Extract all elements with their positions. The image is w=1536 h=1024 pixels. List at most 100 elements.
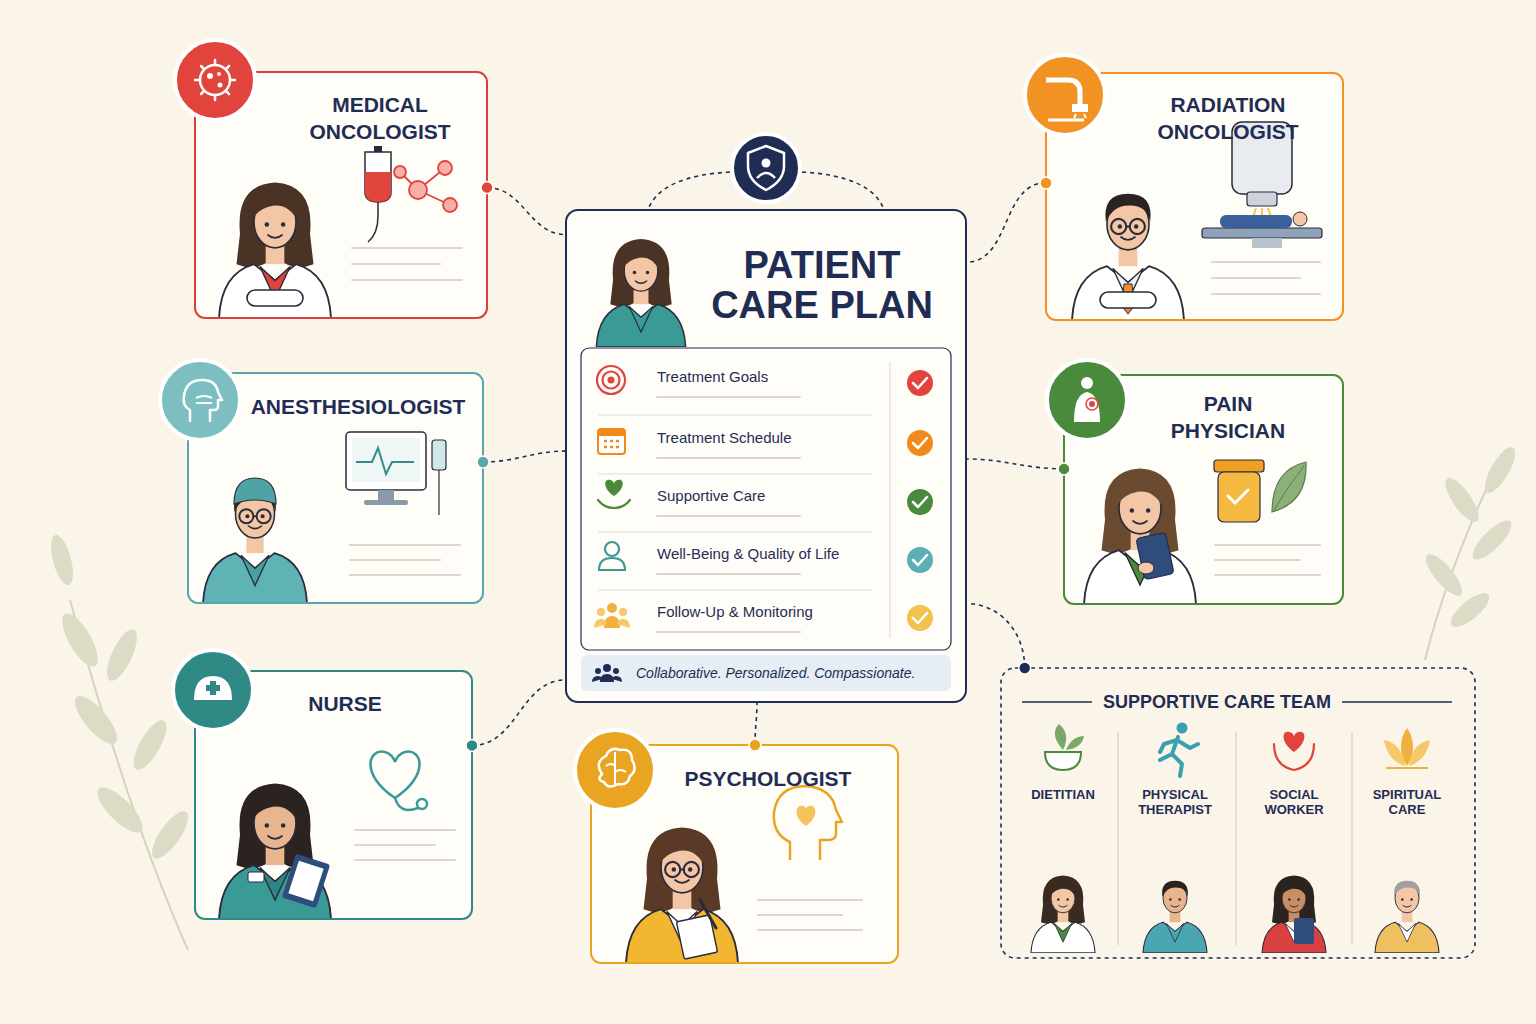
supportive-care-team (1384, 740, 1430, 766)
connector-dot (1058, 463, 1070, 475)
connector-dot (481, 182, 493, 194)
team-member-label: SOCIAL WORKER (1249, 787, 1339, 817)
anesthesiologist-figure (364, 500, 408, 505)
role-icon (575, 730, 655, 810)
card-title: PSYCHOLOGIST (668, 765, 868, 792)
nurse-figure (395, 798, 418, 810)
anesthesiologist-figure (438, 470, 439, 515)
anesthesiologist-figure (203, 432, 446, 603)
psychologist-figure (626, 828, 738, 963)
footer-band (603, 664, 611, 672)
radiation-oncologist-figure (1220, 215, 1292, 228)
role-icon (1089, 401, 1095, 407)
card-title: RADIATION ONCOLOGIST (1128, 91, 1328, 145)
care-plan-list (598, 415, 872, 590)
dashed-connector (966, 459, 1064, 469)
nurse-figure (282, 854, 330, 909)
care-plan-list (608, 377, 615, 384)
footer-band (581, 655, 951, 691)
leaf-decoration (146, 806, 195, 863)
psychologist-figure (665, 862, 699, 877)
role-icon (175, 40, 255, 120)
plan-item: Supportive Care (657, 487, 867, 505)
connector-dot (749, 739, 761, 751)
psychologist-figure (626, 786, 842, 963)
supportive-care-team (1294, 918, 1314, 944)
medical-oncologist-figure (438, 161, 452, 175)
role-icon (748, 146, 784, 190)
pain-physician-figure (1214, 460, 1264, 472)
care-plan-list (594, 619, 630, 628)
care-plan-list (599, 558, 625, 570)
card-ground (566, 210, 966, 702)
card-title: MEDICAL ONCOLOGIST (280, 91, 480, 145)
medical-oncologist-figure (394, 166, 406, 178)
role-icon (1047, 360, 1127, 440)
anesthesiologist-figure (352, 438, 420, 482)
care-plan-list (607, 603, 617, 613)
nurse-figure (417, 799, 427, 809)
role-icon (762, 159, 771, 168)
anesthesiologist-figure (234, 478, 276, 504)
placeholder-lines (350, 248, 1320, 930)
supportive-care-team (1001, 668, 1475, 958)
role-icon (217, 72, 221, 76)
radiation-oncologist-figure (1247, 192, 1277, 206)
radiation-oncologist-figure (1293, 212, 1307, 226)
dashed-connector (472, 680, 566, 746)
specialist-card: RADIATION ONCOLOGIST (1046, 73, 1343, 320)
plan-list-box: Treatment GoalsTreatment ScheduleSupport… (581, 348, 951, 650)
care-plan-list (619, 608, 627, 616)
connector-dot (1019, 662, 1031, 674)
role-icon (1025, 55, 1105, 135)
anesthesiologist-figure (356, 448, 414, 474)
pain-physician-figure (1084, 460, 1306, 604)
dashed-connector (487, 188, 566, 235)
radiation-oncologist-figure (1072, 194, 1184, 320)
medical-oncologist-figure (374, 146, 382, 152)
leaf-decoration (1479, 443, 1521, 497)
care-plan-list (581, 348, 951, 650)
role-icon (757, 173, 775, 178)
psychologist-figure (774, 786, 842, 860)
role-icon (207, 73, 213, 79)
role-icon (1072, 104, 1088, 112)
footer-band (595, 668, 601, 674)
anesthesiologist-figure (346, 432, 426, 490)
medical-oncologist-figure (368, 202, 378, 242)
care-plan-list (597, 608, 605, 616)
care-plan-list (598, 500, 630, 508)
nurse-figure (219, 784, 331, 919)
care-plan-list (889, 362, 890, 638)
team-member-label: DIETITIAN (1015, 787, 1111, 802)
supportive-care-team (1274, 744, 1314, 770)
pain-physician-figure (1272, 462, 1306, 512)
medical-oncologist-figure (365, 152, 391, 202)
care-plan-list (603, 372, 620, 389)
role-icon (1074, 392, 1100, 422)
care-plan-list (605, 480, 623, 496)
role-icon (732, 134, 800, 202)
leaf-decoration (47, 533, 78, 588)
role-icon (599, 749, 635, 787)
medical-oncologist-figure (365, 172, 391, 202)
leaf-decoration (1467, 515, 1516, 564)
footer-band (592, 674, 622, 682)
care-plan-list (604, 441, 619, 447)
card-outline (566, 210, 966, 702)
card-title: PAIN PHYSICIAN (1153, 390, 1303, 444)
card-title: ANESTHESIOLOGIST (244, 393, 472, 420)
supportive-care-team (1055, 724, 1066, 750)
care-plan-list (581, 348, 951, 650)
medical-oncologist-figure (219, 146, 457, 318)
role-icon (160, 360, 240, 440)
role-icon (196, 396, 212, 403)
care-plan-list (907, 489, 933, 515)
supportive-care-team (1143, 881, 1207, 953)
psychologist-figure (797, 806, 816, 826)
connector-dot (477, 456, 489, 468)
team-member-label: SPIRITUAL CARE (1359, 787, 1455, 817)
connector-dot (466, 739, 478, 751)
